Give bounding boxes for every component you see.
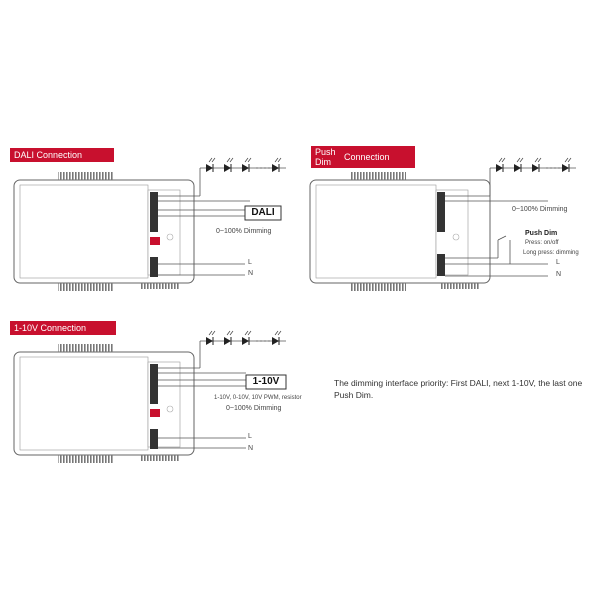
push-l-label: L (556, 259, 560, 266)
push-dim-tag-main: Push Dim (315, 147, 336, 167)
dali-l-label: L (248, 259, 252, 266)
dali-led-string (205, 157, 282, 173)
dali-terminal-dim (150, 192, 158, 232)
push-n-label: N (556, 271, 562, 278)
push-switch-line1: Press: on/off (525, 240, 559, 246)
dali-dip-switch (150, 237, 160, 245)
ten-v-dimming-label: 0~100% Dimming (226, 405, 282, 412)
dali-box-label: DALI (251, 207, 275, 218)
ten-v-connection-tag: 1-10V Connection (10, 321, 116, 335)
dali-n-label: N (248, 270, 254, 277)
dali-controller-box (244, 205, 282, 221)
dali-vent-top (58, 172, 114, 180)
ten-v-led-string (205, 330, 282, 346)
push-led-string (495, 157, 572, 173)
dali-driver (13, 157, 286, 291)
ten-v-n-label: N (248, 445, 254, 452)
ten-v-note-label: 1-10V, 0-10V, 10V PWM, resistor (214, 395, 302, 401)
ten-v-driver (13, 330, 287, 463)
push-driver (309, 157, 576, 291)
push-dimming-label: 0~100% Dimming (512, 206, 568, 213)
ten-v-controller-box (245, 374, 287, 390)
priority-note: The dimming interface priority: First DA… (334, 378, 583, 400)
push-dim-connection-tag: Push Dim Connection (311, 146, 415, 168)
ten-v-l-label: L (248, 433, 252, 440)
push-switch-line2: Long press: dimming (523, 250, 579, 256)
dali-connection-tag: DALI Connection (10, 148, 114, 162)
dali-dimming-label: 0~100% Dimming (216, 228, 272, 235)
ten-v-box-label: 1-10V (252, 376, 280, 387)
dali-vent-bottom (58, 283, 114, 291)
push-switch-title: Push Dim (525, 230, 558, 237)
push-dim-tag-rest: Connection (344, 151, 390, 162)
dali-terminal-power (150, 257, 158, 277)
